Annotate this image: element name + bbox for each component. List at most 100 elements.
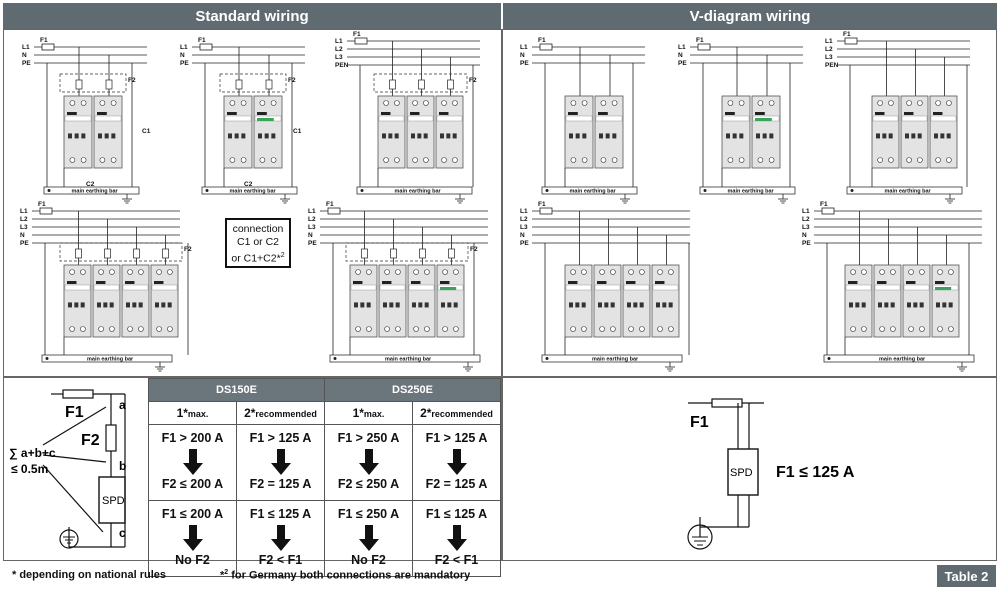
- screw-icon: [917, 100, 923, 106]
- terminal: [769, 133, 774, 139]
- line-label: N: [180, 52, 185, 59]
- footnote-germany-star: *: [220, 569, 225, 582]
- terminal: [581, 302, 586, 308]
- schema-limit-label: ≤ 0.5m: [11, 462, 48, 476]
- down-arrow-icon: [270, 525, 291, 551]
- line-label: PE: [678, 60, 687, 67]
- screw-icon: [452, 100, 458, 106]
- terminal: [668, 302, 673, 308]
- terminal: [876, 133, 880, 139]
- screw-icon: [935, 157, 941, 163]
- screw-icon: [395, 269, 401, 275]
- cell-condition: F1 > 125 A: [425, 431, 488, 445]
- screw-icon: [80, 326, 86, 332]
- terminal: [936, 302, 940, 308]
- screw-icon: [127, 326, 133, 332]
- terminal: [942, 302, 947, 308]
- terminal: [155, 302, 159, 308]
- spd-module: [63, 95, 93, 169]
- screw-icon: [908, 269, 914, 275]
- line-label: L2: [802, 216, 810, 223]
- screw-icon: [657, 269, 663, 275]
- sub-header-0: 1*max.: [148, 401, 237, 425]
- module-mark: [935, 281, 945, 284]
- screw-icon: [110, 100, 117, 106]
- earth-bar-label: main earthing bar: [728, 189, 775, 195]
- screw-icon: [757, 100, 764, 106]
- sub-header-num: 1*: [176, 406, 188, 420]
- screw-icon: [423, 157, 429, 163]
- module-mark: [568, 112, 578, 115]
- module-mark: [848, 281, 858, 284]
- earth-bar-label: main earthing bar: [395, 189, 442, 195]
- terminal: [452, 133, 457, 139]
- terminal: [599, 133, 603, 139]
- line-label: L1: [180, 44, 188, 51]
- screw-icon: [599, 269, 605, 275]
- terminal: [633, 302, 638, 308]
- screw-icon: [908, 326, 914, 332]
- module-mark: [568, 281, 578, 284]
- footnote-national-rules: * depending on national rules: [12, 569, 167, 581]
- terminal: [395, 302, 400, 308]
- screw-icon: [738, 100, 745, 106]
- screw-icon: [69, 269, 75, 275]
- screw-icon: [738, 157, 745, 163]
- sub-header-1: 2*recommended: [236, 401, 325, 425]
- screw-icon: [639, 326, 645, 332]
- screw-icon: [570, 157, 577, 163]
- connection-note-line3: or C1+C2*: [231, 252, 281, 265]
- schema-f2-label: F2: [81, 432, 100, 449]
- terminal: [389, 302, 394, 308]
- spd-module: [377, 95, 406, 169]
- screw-icon: [948, 269, 954, 275]
- group-ds250e: DS250E: [324, 378, 501, 402]
- fuse-icon: [265, 79, 273, 90]
- fuse-icon: [844, 37, 858, 45]
- fuse-icon: [447, 79, 454, 90]
- earth-bar: [541, 186, 638, 195]
- terminal: [627, 302, 631, 308]
- spd-module: [436, 264, 465, 338]
- screw-icon: [109, 326, 115, 332]
- terminal: [271, 133, 276, 139]
- spd-module: [407, 264, 436, 338]
- module-mark: [96, 281, 106, 284]
- terminal: [138, 302, 143, 308]
- terminal: [126, 302, 130, 308]
- module-mark: [655, 281, 665, 284]
- module-strip: [595, 115, 623, 122]
- screw-icon: [384, 326, 390, 332]
- fuse-icon: [105, 79, 113, 90]
- terminal: [569, 302, 573, 308]
- f2-dashed-box: [373, 73, 468, 93]
- screw-icon: [639, 269, 645, 275]
- earth-bar: [41, 354, 173, 363]
- line-label: N: [308, 232, 313, 239]
- terminal: [258, 133, 262, 139]
- sub-header-num: 2*: [244, 406, 256, 420]
- screw-icon: [80, 100, 87, 106]
- module-strip: [93, 284, 120, 291]
- terminal: [569, 133, 573, 139]
- earth-bar-dot: [827, 357, 831, 360]
- line-label: F1: [843, 31, 851, 38]
- screw-icon: [757, 157, 764, 163]
- terminal: [388, 133, 393, 139]
- line-label: PE: [520, 240, 529, 247]
- screw-icon: [768, 157, 775, 163]
- screw-icon: [412, 157, 418, 163]
- earth-bar-dot: [45, 357, 49, 360]
- module-strip: [722, 115, 750, 122]
- screw-icon: [888, 100, 894, 106]
- screw-icon: [611, 100, 618, 106]
- screw-icon: [628, 269, 634, 275]
- module-strip: [874, 284, 901, 291]
- module-mark: [410, 112, 420, 115]
- screw-icon: [109, 269, 115, 275]
